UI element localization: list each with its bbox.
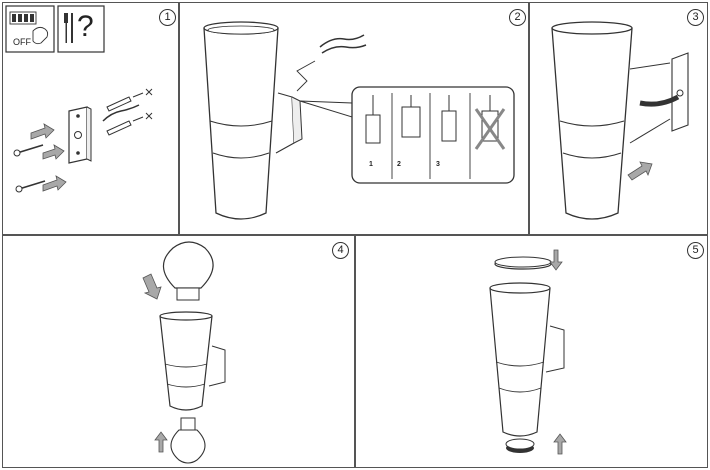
step-4-panel: 4 [2,235,355,468]
step-number: 5 [687,242,704,259]
step-1-illustration [5,5,153,193]
step-3-panel: 3 [529,2,708,235]
wall-bracket [671,52,689,132]
cross-mark [474,108,506,150]
light-bulb [170,417,206,464]
step-number: 3 [687,9,704,26]
step-number: 4 [332,242,349,259]
cable [296,34,367,92]
step-5-illustration [489,249,567,455]
arrow [627,161,653,181]
lamp-housing [551,21,633,220]
glass-cover [505,438,535,453]
step-4-illustration [142,241,226,464]
power-off-label: OFF [13,37,31,47]
step-1-panel: 1 [2,2,179,235]
connection-step-3: 3 [436,161,440,168]
step-3-illustration [551,21,689,220]
step-2-illustration [203,21,515,220]
cross-mark [145,88,153,120]
arrow [30,123,67,192]
connection-step-1: 1 [369,161,373,168]
lamp-housing [159,311,226,411]
screw [13,144,46,193]
question-mark: ? [77,10,94,43]
step-2-panel: 2 [179,2,529,235]
arrow [154,431,168,453]
wall-plug [106,92,144,136]
step-5-panel: 5 [355,235,708,468]
power-off-icon [5,5,55,53]
light-bulb [162,241,214,301]
cable [102,104,140,122]
cable [639,94,680,107]
wall-bracket [68,106,92,164]
lamp-housing [489,282,565,437]
step-number: 1 [159,9,176,26]
arrow [553,433,567,455]
arrow [142,273,162,300]
lamp-housing [203,21,303,220]
screw [629,62,671,144]
tools-question-icon [57,5,105,53]
connection-step-2: 2 [397,161,401,168]
glass-cover [494,256,552,270]
step-number: 2 [509,9,526,26]
arrow [549,249,563,271]
